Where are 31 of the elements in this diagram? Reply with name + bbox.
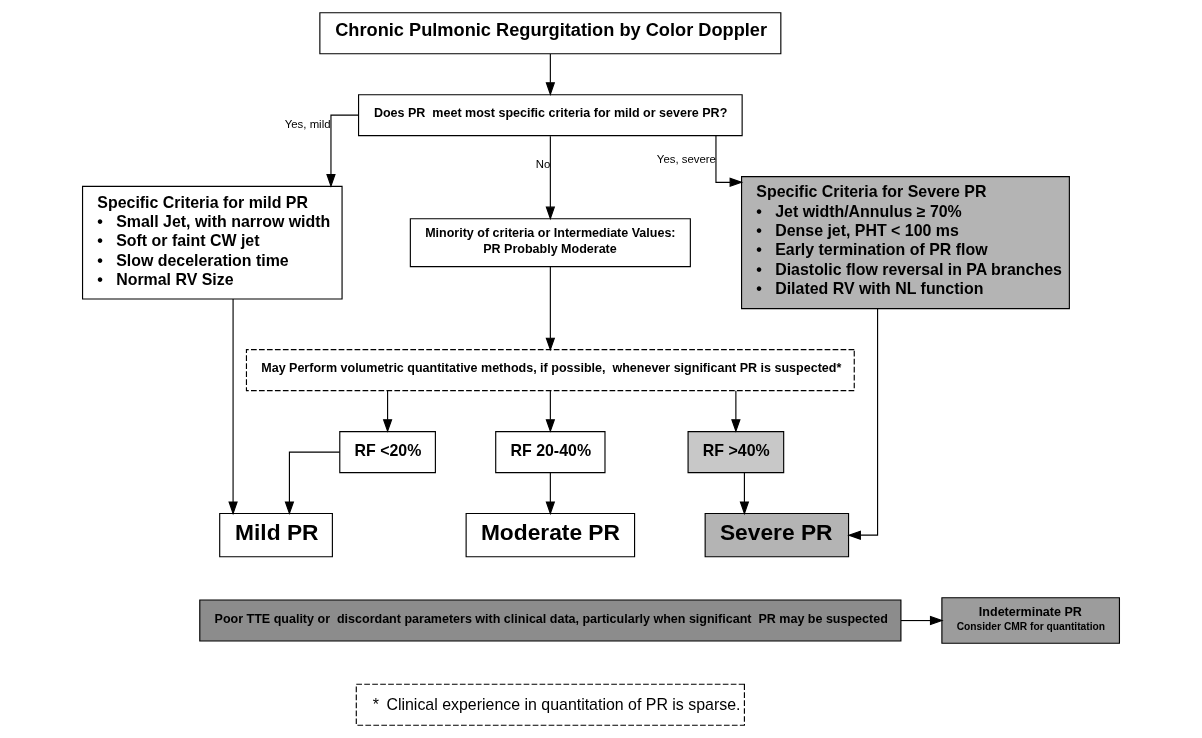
node-box: Chronic Pulmonic Regurgitation by Color Doppler xyxy=(319,12,782,55)
node-box: Minority of criteria or Intermediate Values: PR Probably Moderate xyxy=(409,218,691,268)
node-box: Specific Criteria for Severe PR • Jet width/Annulus ≥ 70% • Dense jet, PHT < 100 ms • Early termination of PR flow • Diastolic flow reversal in PA branches • Dilated RV with NL function xyxy=(741,176,1070,310)
node-box: Severe PR xyxy=(704,512,850,558)
arrow xyxy=(382,390,393,433)
node-box: RF >40% xyxy=(687,431,785,474)
node-box: Specific Criteria for mild PR • Small Jet, with narrow width • Soft or faint CW jet • Slow deceleration time • Normal RV Size xyxy=(82,185,343,300)
edge-label: No xyxy=(535,158,551,171)
arrow xyxy=(715,135,744,188)
arrow xyxy=(326,114,359,188)
arrow xyxy=(731,390,741,433)
node-box: May Perform volumetric quantitative methods, if possible, whenever significant PR is suspected* xyxy=(245,349,855,392)
edge-label: Yes, mild xyxy=(284,117,331,130)
arrow xyxy=(847,308,879,540)
arrow xyxy=(228,298,238,516)
arrow xyxy=(545,472,556,516)
arrow xyxy=(545,390,556,433)
arrow xyxy=(900,615,944,626)
node-box: Does PR meet most specific criteria for mild or severe PR? xyxy=(358,94,743,137)
node-box: Indeterminate PR Consider CMR for quantitation xyxy=(941,597,1120,644)
node-box: Moderate PR xyxy=(465,512,636,558)
node-box: Poor TTE quality or discordant parameters with clinical data, particularly when significant PR may be suspected xyxy=(199,599,902,642)
node-box: * Clinical experience in quantitation of PR is sparse. xyxy=(355,683,745,726)
arrow xyxy=(545,135,556,221)
arrow xyxy=(545,53,556,96)
arrow xyxy=(545,266,556,352)
node-box: RF 20-40% xyxy=(495,431,606,474)
arrow xyxy=(284,451,341,516)
node-box: RF <20% xyxy=(339,431,436,474)
node-box: Mild PR xyxy=(219,512,333,558)
arrow xyxy=(739,472,750,516)
